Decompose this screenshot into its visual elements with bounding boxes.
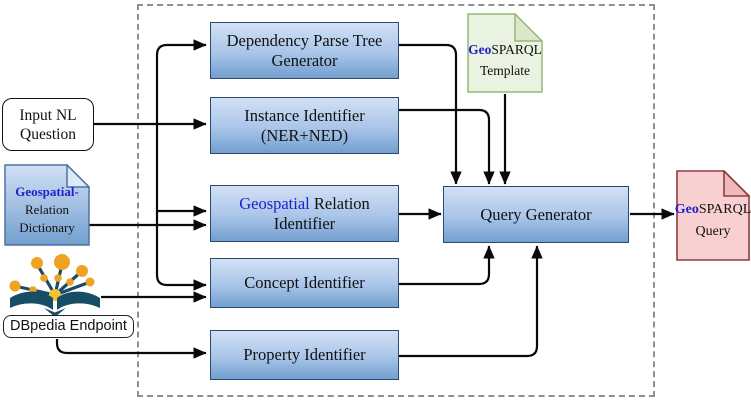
arrow-dependency-to-querygen [399, 43, 462, 185]
blue-document-icon [4, 164, 90, 246]
geosparql-query-node: GeoSPARQL Query [675, 170, 751, 261]
template-line2: Template [479, 63, 531, 78]
pink-document-icon [676, 170, 750, 261]
arrow-property-to-querygen [399, 245, 543, 358]
nl-question-line1: Input NL [19, 106, 77, 124]
geosparql-template-node: GeoSPARQL Template [467, 13, 543, 93]
dbpedia-endpoint-label: DBpedia Endpoint [3, 315, 134, 338]
query-line2: Query [695, 223, 731, 239]
pipeline-boundary [137, 4, 655, 397]
concept-identifier-box: Concept Identifier [210, 258, 399, 308]
dictionary-line2: Relation [24, 202, 70, 217]
box-label-line2: Identifier [273, 213, 336, 233]
arrow-dbpedia-to-property [55, 339, 207, 359]
dictionary-line3: Dictionary [19, 220, 75, 235]
template-name-rest: SPARQL [491, 42, 542, 57]
nl-question-line2: Question [20, 125, 76, 143]
arrow-instance-to-querygen [399, 108, 495, 185]
box-label-line1: Instance Identifier [244, 105, 365, 125]
box-label-line2: Generator [271, 50, 338, 70]
template-name-highlight: Geo [468, 42, 492, 57]
geospatial-relation-identifier-box: Geospatial Relation Identifier [210, 185, 399, 242]
template-name: GeoSPARQL [468, 39, 542, 60]
dictionary-line1: Geospatial- [15, 184, 79, 199]
arrow-trunk-to-concept [155, 124, 207, 291]
box-label-line1: Dependency Parse Tree [226, 30, 383, 50]
instance-identifier-box: Instance Identifier (NER+NED) [210, 97, 399, 154]
folded-corner [723, 170, 750, 197]
box-label-line1: Geospatial Relation [239, 194, 370, 214]
highlighted-word: Geospatial [239, 193, 310, 213]
box-label: Property Identifier [243, 345, 366, 364]
input-nl-question-node: Input NL Question [2, 98, 94, 151]
box-label-rest: Relation [309, 193, 370, 213]
query-name-highlight: Geo [674, 201, 699, 217]
query-generator-box: Query Generator [443, 186, 629, 243]
box-label-line2: (NER+NED) [260, 125, 349, 145]
query-name: GeoSPARQL [675, 199, 751, 221]
box-label: Query Generator [480, 204, 592, 224]
arrow-concept-to-querygen [399, 245, 495, 286]
dbpedia-logo-icon [9, 254, 100, 316]
folded-corner [514, 13, 543, 42]
query-name-rest: SPARQL [698, 201, 751, 217]
property-identifier-box: Property Identifier [210, 330, 399, 380]
folded-corner [66, 164, 90, 188]
geospatial-relation-dictionary-node: Geospatial- Relation Dictionary [4, 164, 90, 246]
green-document-icon [467, 13, 543, 93]
dependency-parse-tree-generator-box: Dependency Parse Tree Generator [210, 22, 399, 79]
arrow-nlq-to-dependency [155, 39, 207, 124]
box-label: Concept Identifier [244, 273, 365, 292]
